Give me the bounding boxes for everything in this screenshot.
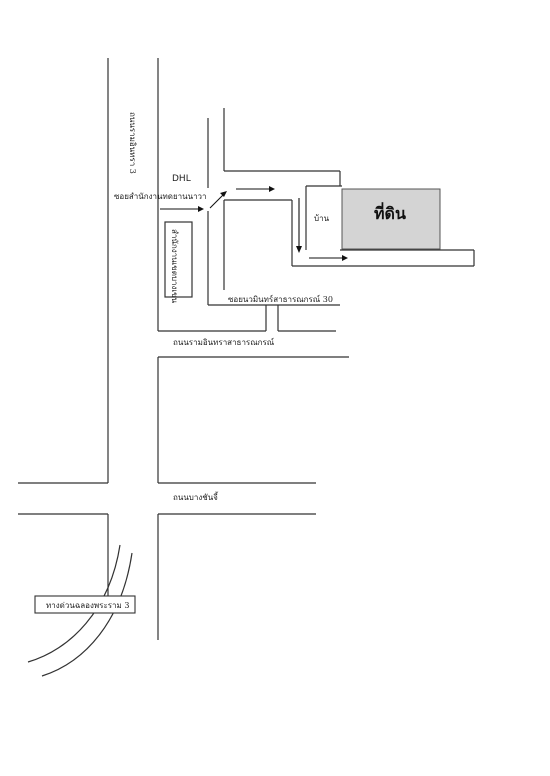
expressway-curve bbox=[41, 552, 133, 677]
house-label: บ้าน bbox=[314, 214, 330, 223]
expressway-label: ทางด่วนฉลองพระราม 3 bbox=[46, 601, 129, 610]
main-road-label: ถนนรามอินทราสาธารณกรณ์ bbox=[173, 337, 275, 347]
arrow-head bbox=[198, 206, 204, 212]
arrow-head bbox=[220, 191, 227, 197]
road-label-ramintra3: ถนนรามอินทรา 3 bbox=[128, 112, 137, 174]
soi-30-label: ซอยนวมินทร์สาธารณกรณ์ 30 bbox=[228, 294, 333, 304]
soi-office-label: ซอยสำนักงานทดยานนาวา bbox=[114, 192, 207, 201]
land-plot bbox=[341, 188, 441, 250]
expressway-label-box bbox=[34, 595, 136, 614]
expressway-curve bbox=[27, 544, 121, 663]
arrow-head bbox=[269, 186, 275, 192]
dhl-label: DHL bbox=[172, 174, 191, 184]
arrow-head bbox=[296, 246, 302, 253]
arrow-head bbox=[342, 255, 348, 261]
building-label: สำนักงานเขตบางเขน bbox=[170, 229, 179, 304]
land-label: ที่ดิน bbox=[374, 202, 406, 223]
building-box bbox=[164, 221, 193, 298]
bottom-road-label: ถนนบางชันจี้ bbox=[173, 491, 219, 502]
direction-arrow bbox=[209, 193, 225, 209]
